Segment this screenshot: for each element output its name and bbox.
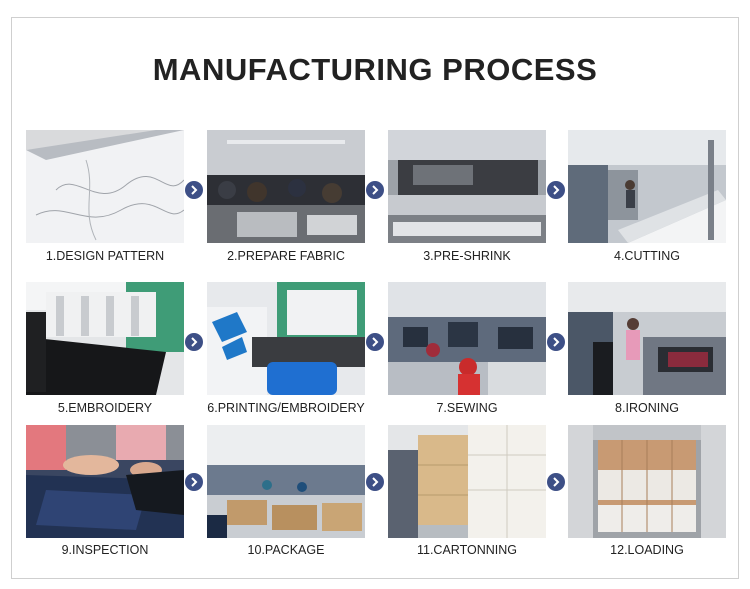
cartonning-photo <box>388 425 546 538</box>
step-label: 8.IRONING <box>615 401 679 415</box>
step-label: 11.CARTONNING <box>416 543 518 557</box>
step-label: 12.LOADING <box>610 543 684 557</box>
sewing-photo <box>388 282 546 395</box>
loading-photo <box>568 425 726 538</box>
chevron-right-icon <box>185 181 203 199</box>
step-label: 4.CUTTING <box>614 249 680 263</box>
step-label: 5.EMBROIDERY <box>57 401 153 415</box>
pre-shrink-photo <box>388 130 546 243</box>
chevron-right-icon <box>547 333 565 351</box>
step-label: 10.PACKAGE <box>247 543 325 557</box>
inspection-photo <box>26 425 184 538</box>
step-label: 1.DESIGN PATTERN <box>45 249 165 263</box>
package-photo <box>207 425 365 538</box>
step-label: 6.PRINTING/EMBROIDERY <box>207 401 365 415</box>
prepare-fabric-photo <box>207 130 365 243</box>
step-label: 9.INSPECTION <box>61 543 149 557</box>
chevron-right-icon <box>547 181 565 199</box>
page-title: MANUFACTURING PROCESS <box>152 52 598 87</box>
chevron-right-icon <box>366 473 384 491</box>
cutting-photo <box>568 130 726 243</box>
design-pattern-photo <box>26 130 184 243</box>
step-label: 2.PREPARE FABRIC <box>227 249 345 263</box>
chevron-right-icon <box>185 473 203 491</box>
embroidery-photo <box>26 282 184 395</box>
step-label: 7.SEWING <box>436 401 498 415</box>
ironing-photo <box>568 282 726 395</box>
chevron-right-icon <box>366 181 384 199</box>
chevron-right-icon <box>366 333 384 351</box>
printing-embroidery-photo <box>207 282 365 395</box>
chevron-right-icon <box>185 333 203 351</box>
step-label: 3.PRE-SHRINK <box>423 249 511 263</box>
chevron-right-icon <box>547 473 565 491</box>
